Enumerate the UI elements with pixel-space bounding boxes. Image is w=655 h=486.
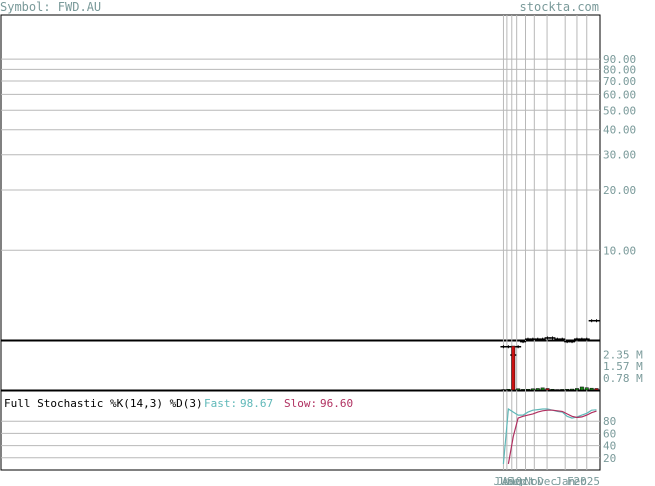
volume-bar	[545, 388, 550, 391]
price-tick-label: 70.00	[603, 75, 636, 88]
x-tick-label: Jun	[494, 475, 514, 486]
price-tick-label: 30.00	[603, 149, 636, 162]
stochastic-tick-label: 20	[603, 452, 616, 465]
volume-bar	[589, 387, 594, 391]
price-tick-label: 10.00	[603, 244, 636, 257]
x-tick-label: 2025	[574, 475, 601, 486]
stochastic-panel	[0, 390, 601, 471]
fast-label: Fast:	[204, 397, 237, 410]
volume-bar	[550, 388, 555, 391]
price-tick-label: 40.00	[603, 124, 636, 137]
stochastic-title: Full Stochastic %K(14,3) %D(3)	[4, 397, 203, 410]
price-panel	[0, 14, 601, 341]
x-tick-label: Jul	[497, 475, 517, 486]
stochastic-tick-label: 60	[603, 427, 616, 440]
x-tick-label: Aug	[502, 475, 522, 486]
volume-tick-label: 1.57 M	[603, 360, 643, 373]
price-tick-label: 90.00	[603, 53, 636, 66]
volume-bar	[530, 388, 535, 391]
volume-bar	[594, 388, 599, 391]
volume-bar	[565, 388, 570, 391]
x-tick-label: Feb	[567, 475, 587, 486]
price-tick-label: 20.00	[603, 184, 636, 197]
volume-tick-label: 2.35 M	[603, 348, 643, 361]
price-tick-label: 80.00	[603, 63, 636, 76]
volume-panel	[0, 340, 601, 391]
price-tick-label: 60.00	[603, 88, 636, 101]
slow-line	[507, 409, 597, 465]
price-tick-label: 50.00	[603, 104, 636, 117]
volume-bar	[506, 388, 511, 391]
volume-bar	[579, 386, 584, 391]
x-tick-label: Nov	[524, 475, 544, 486]
volume-bar	[535, 388, 540, 391]
volume-bar	[570, 388, 575, 391]
volume-tick-label: 0.78 M	[603, 372, 643, 385]
volume-bar	[574, 388, 579, 391]
site-name: stockta.com	[520, 0, 599, 14]
volume-bar	[511, 345, 516, 391]
symbol-label: Symbol: FWD.AU	[0, 0, 101, 14]
volume-bar	[584, 387, 589, 391]
volume-bar	[540, 387, 545, 391]
fast-value: 98.67	[240, 397, 273, 410]
volume-bar	[525, 388, 530, 391]
x-tick-label: Jan	[555, 475, 575, 486]
volume-bar	[560, 389, 565, 391]
volume-bar	[521, 389, 526, 391]
x-tick-label: Sep	[507, 475, 527, 486]
slow-label: Slow:	[284, 397, 317, 410]
volume-bar	[516, 388, 521, 391]
slow-value: 96.60	[320, 397, 353, 410]
stochastic-tick-label: 40	[603, 440, 616, 453]
x-tick-label: Dec	[537, 475, 557, 486]
x-tick-label: Oct	[516, 475, 536, 486]
stochastic-tick-label: 80	[603, 415, 616, 428]
